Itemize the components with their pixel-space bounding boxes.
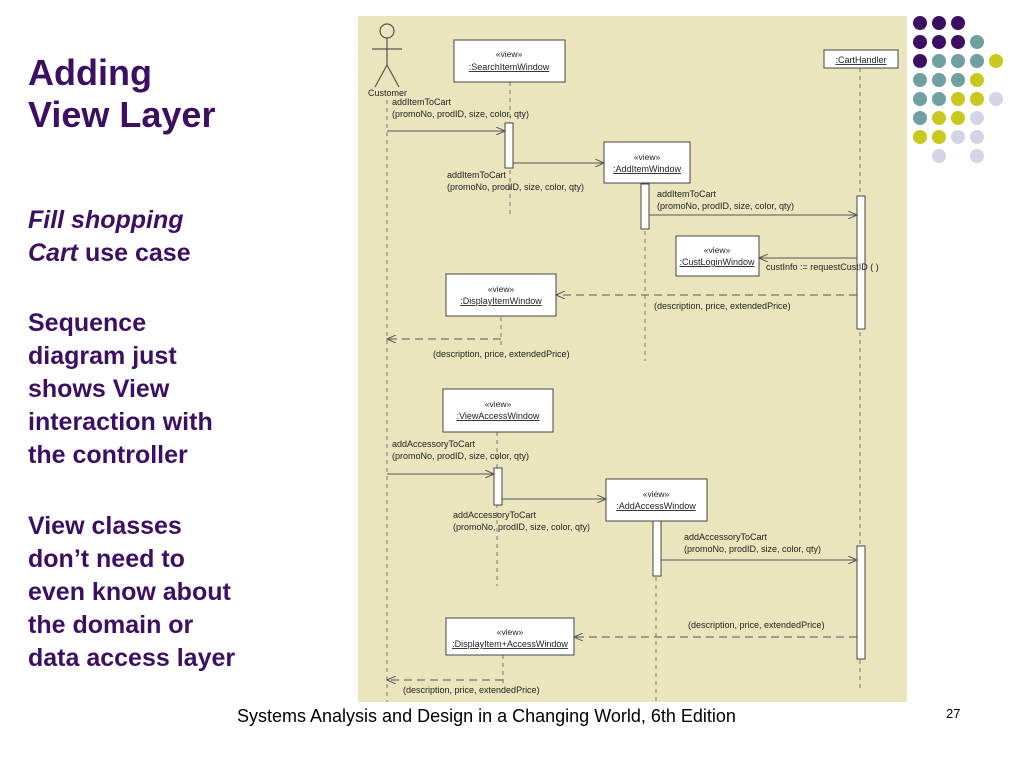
custlogin-object-label: :CustLoginWindow	[679, 257, 755, 267]
svg-text:«view»: «view»	[485, 399, 512, 409]
msg1-args: (promoNo, prodID, size, color, qty)	[392, 109, 529, 119]
actor-label: Customer	[368, 88, 407, 98]
addaccess-activation	[652, 520, 662, 577]
msg10-label: (description, price, extendedPrice)	[688, 620, 825, 630]
addaccess-object-label: :AddAccessWindow	[616, 501, 696, 511]
title-line-1: Adding	[28, 52, 152, 93]
msg1-name: addItemToCart	[392, 97, 452, 107]
msg11-label: (description, price, extendedPrice)	[403, 685, 540, 695]
displayacc-object-label: :DisplayItem+AccessWindow	[452, 639, 568, 649]
cart-activation-1	[856, 195, 866, 330]
cart-activation-2	[856, 545, 866, 660]
para1-line: the controller	[28, 441, 188, 469]
search-activation	[504, 122, 514, 169]
slide-footer: Systems Analysis and Design in a Changin…	[237, 706, 736, 726]
msg3-args: (promoNo, prodID, size, color, qty)	[657, 201, 794, 211]
message-labels: addItemToCart (promoNo, prodID, size, co…	[392, 97, 879, 695]
search-object: «view» :SearchItemWindow	[453, 39, 566, 83]
msg8-name: addAccessoryToCart	[453, 510, 537, 520]
subtitle-italic-2: Cart	[28, 239, 79, 267]
msg2-args: (promoNo, prodID, size, color, qty)	[447, 182, 584, 192]
cart-object-label: :CartHandler	[835, 55, 886, 65]
msg8-args: (promoNo, prodID, size, color, qty)	[453, 522, 590, 532]
view-classes-paragraph: View classes don’t need to even know abo…	[28, 510, 235, 675]
para1-line: interaction with	[28, 408, 213, 436]
sequence-paragraph: Sequence diagram just shows View interac…	[28, 307, 213, 472]
msg3-name: addItemToCart	[657, 189, 717, 199]
msg6-label: (description, price, extendedPrice)	[433, 349, 570, 359]
additem-object-label: :AddItemWindow	[613, 164, 682, 174]
svg-text:«view»: «view»	[488, 284, 515, 294]
custlogin-object: «view» :CustLoginWindow	[675, 235, 760, 277]
svg-text:«view»: «view»	[496, 49, 523, 59]
subtitle-italic-1: Fill shopping	[28, 206, 184, 234]
msg9-args: (promoNo, prodID, size, color, qty)	[684, 544, 821, 554]
activation-bars	[493, 122, 866, 660]
msg2-name: addItemToCart	[447, 170, 507, 180]
svg-text:«view»: «view»	[643, 489, 670, 499]
cart-object: :CartHandler	[823, 49, 899, 69]
display-object-label: :DisplayItemWindow	[460, 296, 542, 306]
para1-line: diagram just	[28, 342, 177, 370]
viewaccess-object-label: :ViewAccessWindow	[457, 411, 540, 421]
slide-title: Adding View Layer	[28, 52, 215, 136]
page-number: 27	[946, 706, 961, 721]
svg-text:«view»: «view»	[634, 152, 661, 162]
subtitle-rest: use case	[78, 239, 191, 267]
viewaccess-object: «view» :ViewAccessWindow	[442, 388, 554, 433]
dot-grid-dots	[913, 16, 1003, 163]
msg7-name: addAccessoryToCart	[392, 439, 476, 449]
svg-text:«view»: «view»	[704, 245, 731, 255]
title-line-2: View Layer	[28, 94, 216, 135]
message-arrows	[387, 131, 857, 680]
customer-actor-icon	[372, 23, 402, 88]
para2-line: the domain or	[28, 611, 194, 639]
para2-line: View classes	[28, 512, 182, 540]
para2-line: even know about	[28, 578, 231, 606]
addaccess-object: «view» :AddAccessWindow	[605, 478, 708, 522]
use-case-subtitle: Fill shopping Cart use case	[28, 204, 191, 270]
svg-text:«view»: «view»	[497, 627, 524, 637]
viewaccess-activation	[493, 467, 503, 506]
decorative-dot-grid	[913, 16, 1003, 163]
para1-line: Sequence	[28, 309, 147, 337]
msg9-name: addAccessoryToCart	[684, 532, 768, 542]
msg4-label: custInfo := requestCustID ( )	[766, 262, 879, 272]
msg5-label: (description, price, extendedPrice)	[654, 301, 791, 311]
additem-object: «view» :AddItemWindow	[603, 141, 691, 184]
sequence-diagram: Customer «view» :SearchItemWindow :CartH…	[358, 16, 907, 702]
additem-activation	[640, 183, 650, 230]
displayacc-object: «view» :DisplayItem+AccessWindow	[445, 617, 575, 656]
display-object: «view» :DisplayItemWindow	[445, 273, 557, 317]
para1-line: shows View	[28, 375, 170, 403]
sequence-diagram-svg: Customer «view» :SearchItemWindow :CartH…	[368, 23, 899, 702]
search-object-label: :SearchItemWindow	[469, 62, 550, 72]
msg7-args: (promoNo, prodID, size, color, qty)	[392, 451, 529, 461]
para2-line: don’t need to	[28, 545, 185, 573]
para2-line: data access layer	[28, 644, 236, 672]
